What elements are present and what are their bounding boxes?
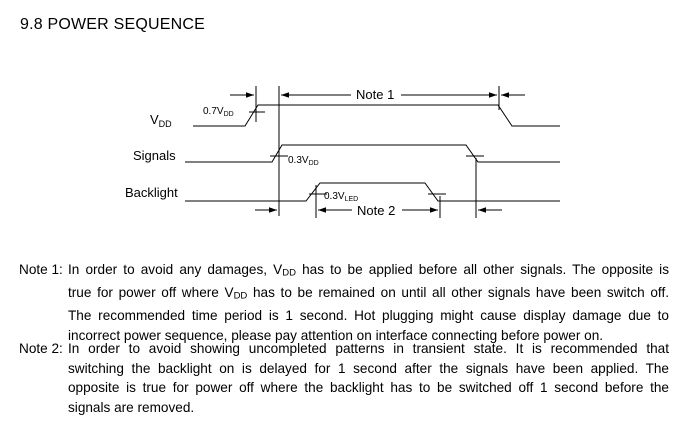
note-line: The recommended time period is 1 second.… bbox=[68, 308, 669, 324]
note-1-label: Note 1: bbox=[19, 262, 63, 277]
vdd-waveform bbox=[193, 104, 560, 127]
note-1-text: In order to avoid any damages, VDD has t… bbox=[68, 260, 669, 345]
vdd-signal-label: VDD bbox=[150, 112, 172, 129]
signals-signal-label: Signals bbox=[133, 148, 176, 163]
note-2-text: In order to avoid showing uncompleted pa… bbox=[68, 339, 669, 417]
power-sequence-timing-diagram: VDD Signals Backlight Note 1 0.7VDD 0.3V… bbox=[125, 86, 560, 218]
vdd-threshold-label: 0.7VDD bbox=[203, 106, 234, 118]
backlight-signal-label: Backlight bbox=[125, 185, 178, 200]
backlight-threshold-label: 0.3VLED bbox=[324, 191, 358, 203]
section-heading: 9.8 POWER SEQUENCE bbox=[20, 16, 205, 33]
note-line: signals are removed. bbox=[68, 399, 195, 415]
note-1: Note 1: In order to avoid any damages, V… bbox=[19, 260, 669, 345]
signals-threshold-label: 0.3VDD bbox=[288, 155, 319, 167]
note-line: switching the backlight on is delayed fo… bbox=[68, 360, 669, 376]
backlight-waveform bbox=[185, 182, 560, 202]
note-2: Note 2: In order to avoid showing uncomp… bbox=[19, 339, 669, 417]
note-line: incorrect power sequence, please pay att… bbox=[68, 327, 604, 343]
note-line: In order to avoid showing uncompleted pa… bbox=[68, 341, 669, 356]
note-line: true for power off where VDD has to be r… bbox=[68, 285, 669, 302]
note-line: opposite is true for power off where the… bbox=[68, 380, 669, 396]
signals-waveform bbox=[185, 144, 560, 163]
note2-label: Note 2 bbox=[357, 203, 395, 218]
note-2-label: Note 2: bbox=[19, 341, 63, 356]
note1-label: Note 1 bbox=[356, 87, 394, 102]
note-line: In order to avoid any damages, VDD has t… bbox=[68, 262, 669, 279]
